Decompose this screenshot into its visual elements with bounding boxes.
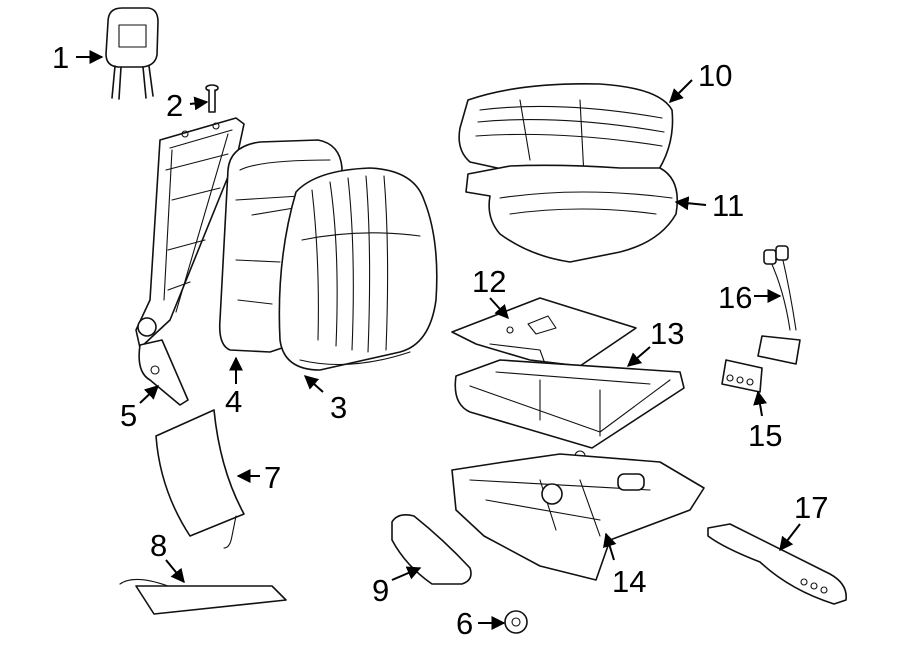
lumbar-panel bbox=[155, 409, 245, 549]
leader-17 bbox=[779, 523, 801, 552]
leader-15 bbox=[753, 390, 767, 417]
connector bbox=[721, 359, 763, 393]
seat-cushion-pad bbox=[465, 164, 679, 263]
side-shield bbox=[391, 514, 472, 585]
leader-11 bbox=[674, 196, 707, 211]
callout-13: 13 bbox=[650, 316, 684, 351]
callout-3: 3 bbox=[330, 390, 347, 425]
callout-7: 7 bbox=[264, 460, 281, 495]
seat-track bbox=[451, 453, 705, 581]
seat-pan bbox=[451, 297, 637, 373]
seat-cushion-cover bbox=[458, 83, 674, 190]
leader-2 bbox=[189, 96, 209, 111]
seat-back-frame bbox=[135, 117, 245, 406]
callout-8: 8 bbox=[150, 528, 167, 563]
headrest bbox=[105, 7, 159, 100]
seat-back-cover bbox=[278, 167, 438, 371]
seat-frame bbox=[454, 359, 685, 462]
callout-16: 16 bbox=[718, 280, 752, 315]
callout-2: 2 bbox=[166, 88, 183, 123]
leader-10 bbox=[669, 79, 693, 103]
wiring-harness bbox=[757, 245, 801, 365]
heater-pad bbox=[119, 578, 287, 615]
leader-12 bbox=[489, 297, 509, 320]
leader-13 bbox=[626, 346, 651, 367]
bolt bbox=[205, 84, 219, 113]
callout-1: 1 bbox=[52, 40, 69, 75]
callout-6: 6 bbox=[456, 606, 473, 641]
callout-11: 11 bbox=[712, 188, 744, 223]
leader-14 bbox=[603, 532, 617, 561]
callout-9: 9 bbox=[372, 573, 389, 608]
leader-8 bbox=[165, 559, 185, 584]
callout-5: 5 bbox=[120, 398, 137, 433]
side-trim bbox=[707, 523, 847, 605]
leader-3 bbox=[303, 375, 324, 393]
callout-17: 17 bbox=[794, 490, 828, 525]
callout-12: 12 bbox=[472, 264, 506, 299]
callout-14: 14 bbox=[612, 564, 646, 599]
leader-5 bbox=[139, 385, 160, 404]
callout-4: 4 bbox=[225, 384, 242, 419]
leader-9 bbox=[391, 566, 422, 581]
callout-15: 15 bbox=[748, 418, 782, 453]
knob bbox=[504, 610, 528, 634]
callout-10: 10 bbox=[698, 58, 732, 93]
